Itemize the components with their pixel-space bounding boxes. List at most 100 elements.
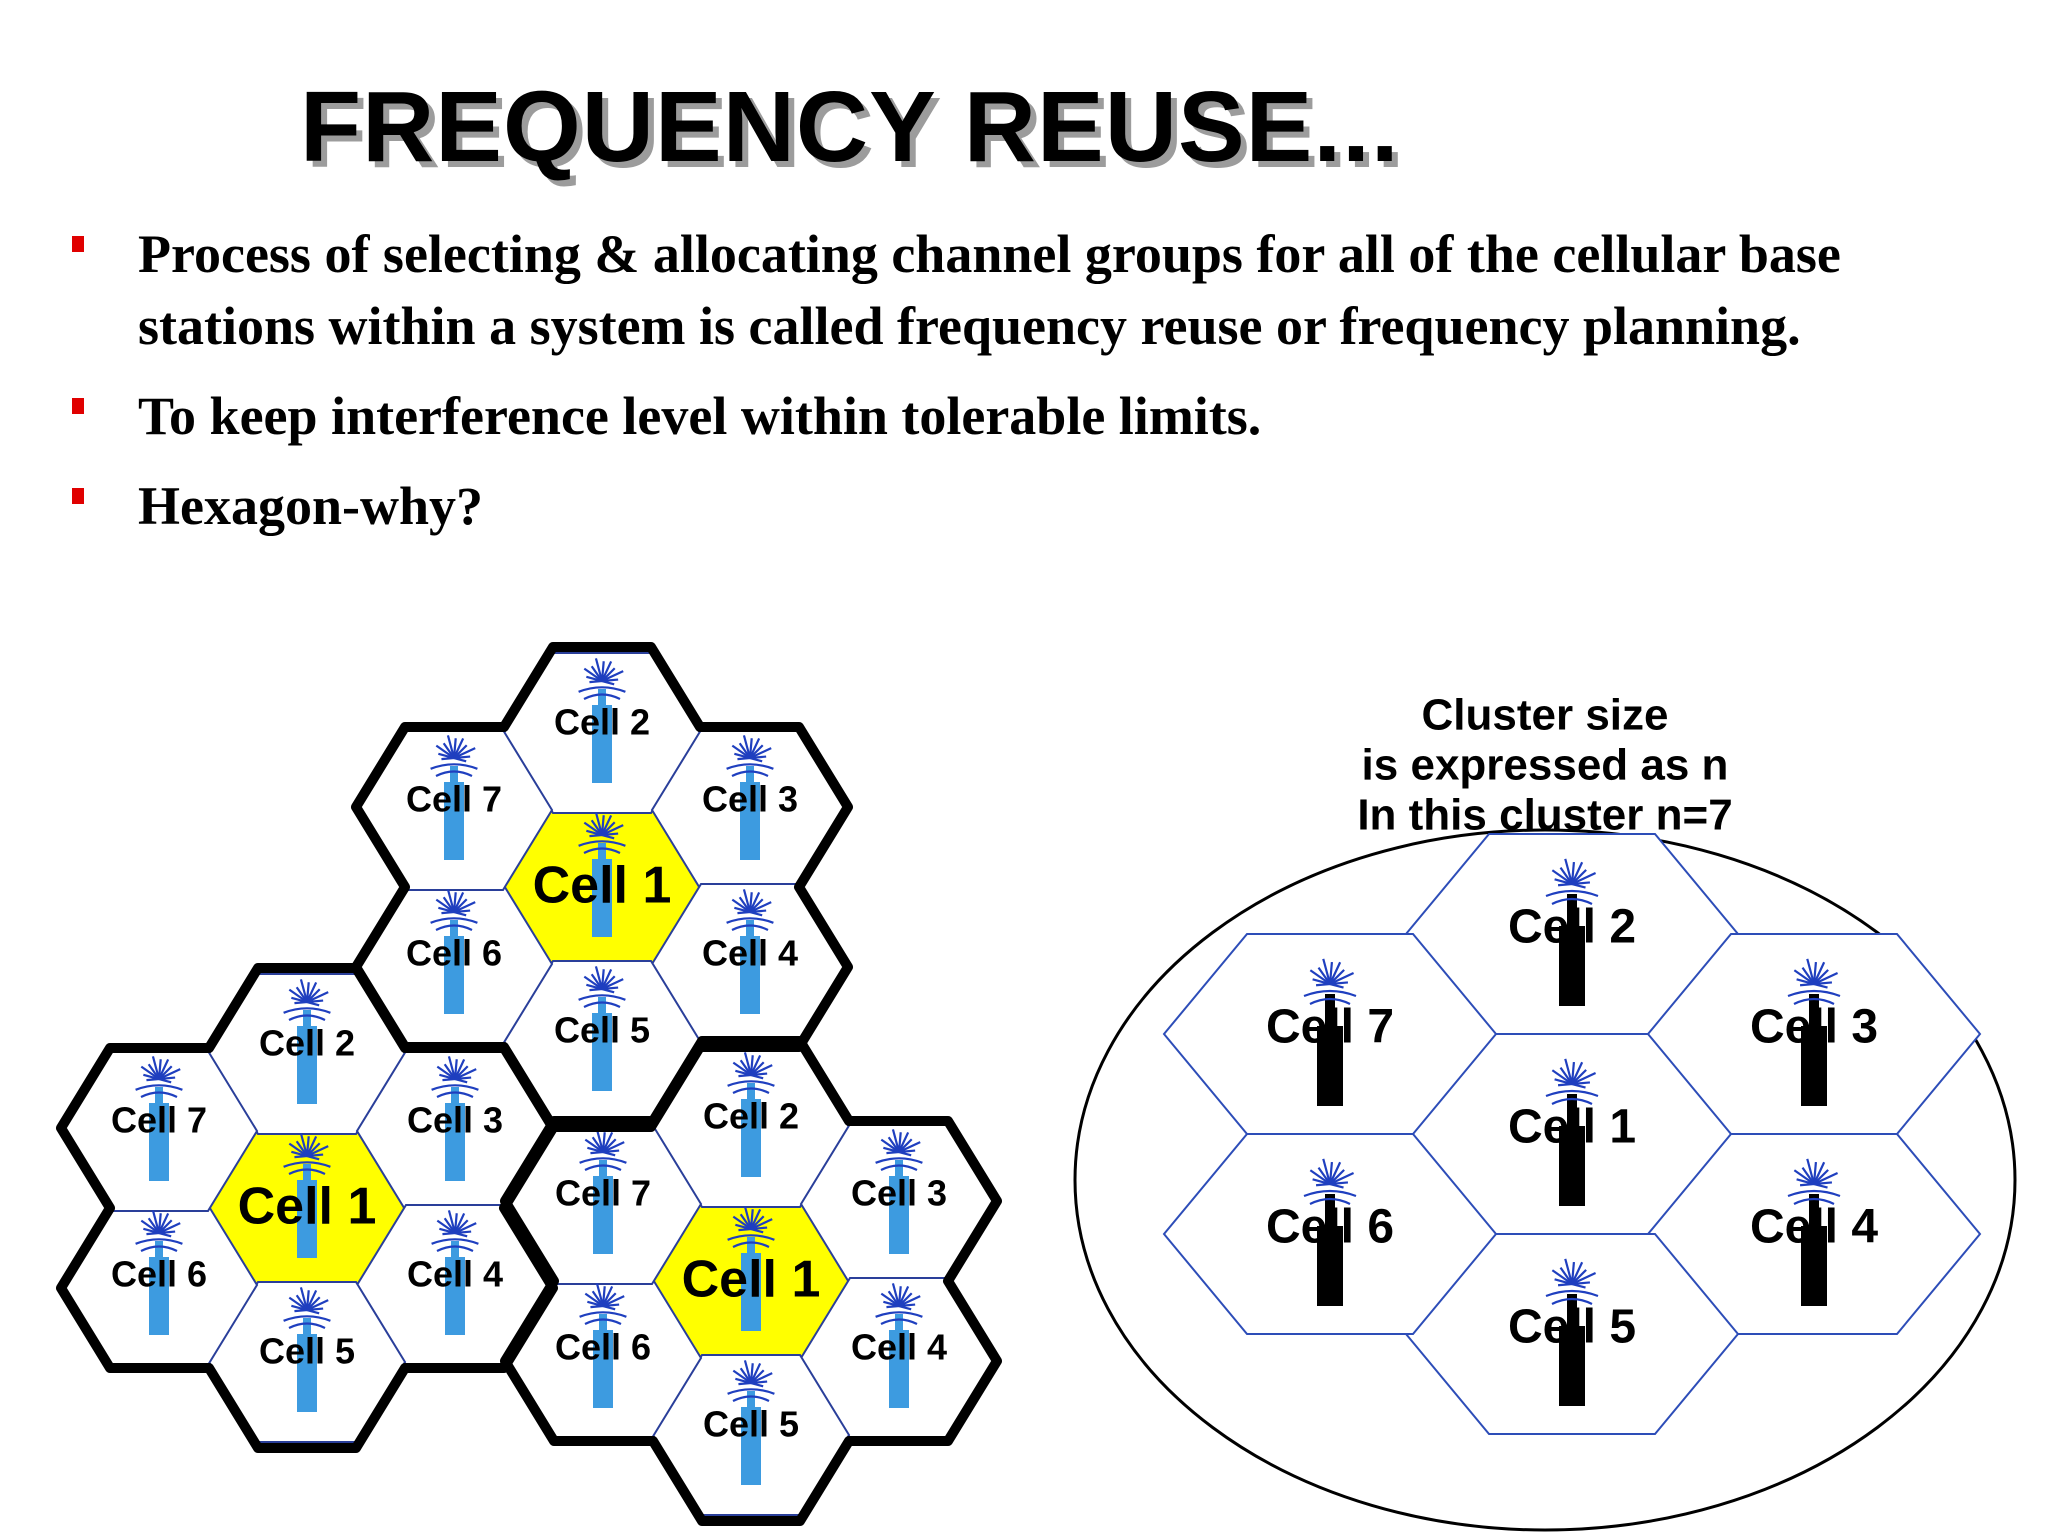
antenna-ray: [1551, 1069, 1573, 1085]
antenna-arc: [578, 994, 626, 1001]
antenna-ray: [600, 969, 605, 990]
antenna-ray: [594, 812, 604, 836]
antenna-ray: [306, 991, 329, 1003]
antenna-arc: [875, 1157, 923, 1164]
tower-icon: [578, 966, 626, 1091]
antenna-ray: [306, 981, 318, 1003]
antenna-arc: [436, 1245, 474, 1252]
tower-top: [746, 920, 754, 940]
antenna-ray: [602, 1131, 614, 1153]
antenna-arc: [283, 1007, 331, 1014]
tower-icon: [283, 1287, 331, 1412]
antenna-ray: [158, 1231, 172, 1238]
antenna-ray: [454, 1068, 477, 1080]
antenna-ray: [589, 987, 603, 992]
antenna-ray: [157, 1059, 162, 1080]
tower-icon: [726, 889, 774, 1014]
tower-mast: [1559, 1326, 1585, 1406]
antenna-icon: [875, 1283, 923, 1325]
antenna-ray: [1571, 1072, 1597, 1085]
antenna-ray: [897, 1286, 902, 1307]
cell-label: Cell 6: [406, 933, 502, 974]
antenna-ray: [1571, 1082, 1586, 1089]
antenna-ray: [1317, 1166, 1331, 1185]
antenna-ray: [1551, 1269, 1573, 1285]
antenna-arc: [732, 1087, 770, 1094]
antenna-icon: [283, 979, 331, 1021]
antenna-ray: [749, 1055, 754, 1076]
antenna-ray: [158, 1058, 170, 1080]
cell-label: Cell 5: [1508, 1301, 1636, 1354]
antenna-ray: [453, 901, 476, 913]
antenna-ray: [898, 1141, 921, 1153]
antenna-ray: [732, 1215, 752, 1230]
tower-icon: [727, 1206, 775, 1331]
antenna-ray: [731, 898, 751, 913]
antenna-ray: [158, 1077, 172, 1084]
antenna-ray: [294, 1154, 308, 1159]
antenna-ray: [1329, 1161, 1342, 1185]
tower-mast: [444, 936, 464, 1014]
antenna-ray: [1570, 1061, 1576, 1085]
antenna-ray: [584, 1292, 604, 1307]
antenna-ray: [442, 1231, 456, 1236]
antenna-arc: [727, 1234, 775, 1241]
antenna-arc: [579, 1157, 627, 1164]
antenna-ray: [1813, 972, 1839, 985]
antenna-ray: [601, 968, 613, 990]
antenna-icon: [726, 889, 774, 931]
tower-top: [303, 1010, 311, 1030]
tower-top: [599, 1314, 607, 1334]
antenna-ray: [299, 1133, 309, 1157]
antenna-ray: [306, 1145, 329, 1157]
antenna-ray: [880, 1292, 900, 1307]
antenna-icon: [579, 1129, 627, 1171]
antenna-arc: [135, 1084, 183, 1091]
antenna-ray: [602, 1304, 616, 1311]
tower-top: [1567, 1294, 1577, 1328]
antenna-ray: [1813, 1161, 1826, 1185]
antenna-icon: [727, 1360, 775, 1402]
antenna-ray: [1571, 1272, 1597, 1285]
tower-mast: [592, 859, 612, 937]
antenna-ray: [157, 1213, 162, 1234]
antenna-ray: [602, 1150, 616, 1157]
antenna-ray: [742, 889, 752, 913]
tower-mast: [297, 1334, 317, 1412]
antenna-arc: [1551, 1297, 1593, 1305]
antenna-arc: [731, 770, 769, 777]
antenna-ray: [158, 1222, 181, 1234]
antenna-ray: [750, 1054, 762, 1076]
antenna-arc: [288, 1014, 326, 1021]
antenna-ray: [146, 1231, 160, 1236]
bullet-text: To keep interference level within tolera…: [138, 386, 1262, 446]
antenna-ray: [898, 1150, 912, 1157]
antenna-ray: [1559, 1066, 1573, 1085]
cell-label: Cell 2: [259, 1023, 355, 1064]
tower-mast: [889, 1330, 909, 1408]
tower-icon: [1303, 1158, 1357, 1306]
antenna-arc: [431, 1084, 479, 1091]
tower-top: [1567, 1094, 1577, 1128]
tower-top: [598, 689, 606, 709]
antenna-ray: [737, 756, 751, 761]
antenna-ray: [1793, 969, 1815, 985]
tower-mast: [149, 1103, 169, 1181]
antenna-ray: [1559, 1266, 1573, 1285]
tower-top: [1325, 1194, 1335, 1228]
tower-icon: [1545, 1058, 1599, 1206]
antenna-ray: [441, 910, 455, 915]
antenna-ray: [453, 756, 467, 763]
tower-mast: [741, 1099, 761, 1177]
antenna-ray: [294, 1000, 308, 1005]
antenna-ray: [584, 1138, 604, 1153]
tower-mast: [1317, 1226, 1343, 1306]
antenna-ray: [453, 1059, 458, 1080]
antenna-arc: [880, 1318, 918, 1325]
tower-mast: [740, 782, 760, 860]
antenna-ray: [1571, 869, 1587, 885]
antenna-ray: [158, 1212, 170, 1234]
antenna-arc: [727, 1388, 775, 1395]
antenna-ray: [1799, 982, 1815, 987]
tower-top: [1567, 894, 1577, 928]
